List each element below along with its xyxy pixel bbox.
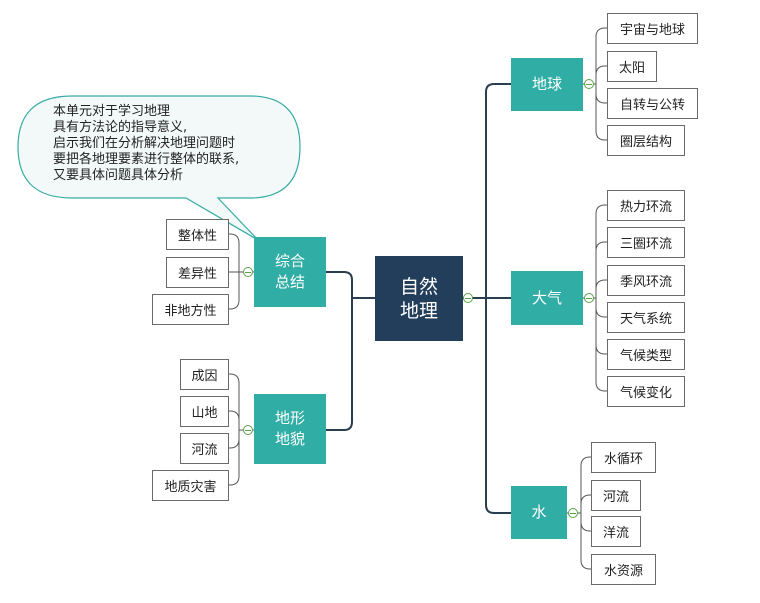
leaf-topic[interactable]: 气候类型: [607, 339, 685, 370]
collapse-toggle-icon[interactable]: [584, 293, 594, 303]
leaf-topic[interactable]: 自转与公转: [607, 88, 698, 119]
callout-line: 具有方法论的指导意义,: [53, 120, 188, 135]
callout-bubble: [17, 95, 301, 241]
collapse-toggle-icon[interactable]: [243, 425, 253, 435]
central-topic-line: 自然: [399, 275, 438, 298]
callout-line: 要把各地理要素进行整体的联系,: [53, 152, 240, 167]
leaf-topic[interactable]: 河流: [591, 480, 641, 511]
leaf-topic[interactable]: 天气系统: [607, 302, 685, 333]
branch-label: 大气: [531, 288, 562, 307]
leaf-topic[interactable]: 水循环: [591, 442, 656, 473]
leaf-topic[interactable]: 差异性: [166, 257, 229, 288]
leaf-topic[interactable]: 热力环流: [607, 190, 685, 221]
callout-text: 本单元对于学习地理 具有方法论的指导意义, 启示我们在分析解决地理问题时 要把各…: [53, 104, 293, 184]
leaf-connectors: [229, 27, 607, 570]
branch-landform[interactable]: 地形 地貌: [254, 394, 326, 464]
branch-label: 地貌: [274, 430, 305, 448]
branch-label: 地球: [531, 75, 562, 93]
leaf-topic[interactable]: 季风环流: [607, 265, 685, 296]
branch-label: 地形: [274, 409, 305, 427]
leaf-topic[interactable]: 河流: [180, 433, 229, 464]
callout-line: 启示我们在分析解决地理问题时: [53, 136, 236, 151]
main-connectors: [326, 83, 511, 514]
leaf-topic[interactable]: 洋流: [591, 516, 641, 547]
branch-atmosphere[interactable]: 大气: [511, 271, 583, 325]
leaf-topic[interactable]: 成因: [180, 359, 229, 390]
callout-line: 本单元对于学习地理: [53, 104, 171, 119]
callout-line: 又要具体问题具体分析: [53, 168, 184, 183]
collapse-toggle-icon[interactable]: [584, 79, 594, 89]
branch-label: 综合: [274, 252, 305, 270]
leaf-topic[interactable]: 气候变化: [607, 376, 685, 407]
collapse-toggle-icon[interactable]: [243, 267, 253, 277]
central-topic-line: 地理: [399, 299, 438, 322]
collapse-toggle-icon[interactable]: [463, 293, 473, 303]
leaf-topic[interactable]: 太阳: [607, 51, 657, 82]
leaf-topic[interactable]: 整体性: [166, 219, 229, 250]
central-topic[interactable]: 自然 地理: [375, 256, 463, 341]
leaf-topic[interactable]: 三圈环流: [607, 227, 685, 258]
leaf-topic[interactable]: 地质灾害: [152, 470, 229, 501]
leaf-topic[interactable]: 山地: [180, 396, 229, 427]
leaf-topic[interactable]: 非地方性: [152, 294, 229, 325]
branch-earth[interactable]: 地球: [511, 58, 583, 111]
branch-water[interactable]: 水: [511, 486, 567, 539]
leaf-topic[interactable]: 宇宙与地球: [607, 13, 698, 44]
branch-synthesis[interactable]: 综合 总结: [254, 237, 326, 307]
branch-label: 总结: [274, 273, 305, 291]
leaf-topic[interactable]: 圈层结构: [607, 125, 685, 156]
leaf-topic[interactable]: 水资源: [591, 554, 656, 585]
branch-label: 水: [531, 503, 547, 521]
collapse-toggle-icon[interactable]: [568, 508, 578, 518]
